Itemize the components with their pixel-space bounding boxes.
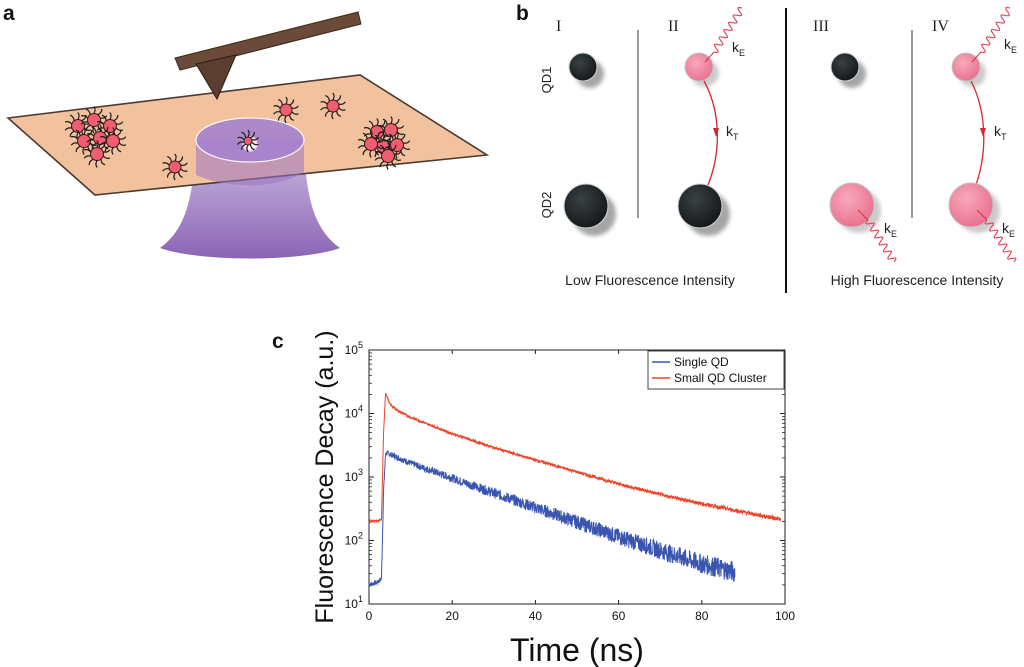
qd2-dark	[563, 183, 609, 229]
x-tick-label: 40	[529, 609, 543, 623]
x-tick-label: 60	[612, 609, 626, 623]
panel-a-letter: a	[3, 2, 15, 25]
panel-b: b I II III IV QD1 QD2 kE kT	[516, 2, 1017, 293]
quantum-dot	[99, 127, 127, 155]
quantum-dot	[237, 129, 259, 153]
rate-label-emission: kE	[732, 39, 745, 58]
row-label-qd2: QD2	[539, 192, 554, 219]
emission-wave	[713, 7, 743, 53]
row-label-qd1: QD1	[539, 67, 554, 94]
rate-label-transfer: kT	[994, 123, 1007, 142]
state-1	[563, 52, 616, 236]
emission-wave	[980, 6, 1011, 54]
qd2-excited	[829, 182, 875, 228]
rate-label-transfer: kT	[726, 123, 739, 142]
x-tick-label: 100	[775, 609, 795, 623]
quantum-dot	[374, 142, 402, 170]
x-tick-label: 0	[366, 609, 373, 623]
panel-a: a	[3, 2, 490, 259]
y-tick-label: 103	[345, 467, 363, 484]
quantum-dot	[383, 131, 411, 159]
column-label-2: II	[668, 18, 679, 35]
quantum-dot	[320, 92, 346, 120]
column-label-4: IV	[932, 18, 949, 35]
qd1-excited	[951, 52, 981, 82]
x-tick-label: 80	[695, 609, 709, 623]
caption-low-intensity: Low Fluorescence Intensity	[565, 272, 735, 288]
decay-chart: 0 20 40 60 80 100 101 102 103 104 105 Fluorescence …	[311, 330, 795, 667]
x-axis-title: Time (ns)	[510, 632, 644, 667]
legend-entry: Small QD Cluster	[674, 371, 767, 385]
qd1-dark	[830, 52, 860, 82]
y-tick-label: 104	[345, 404, 363, 421]
state-2: kE kT	[677, 7, 745, 236]
legend-entry: Single QD	[674, 355, 729, 369]
column-label-1: I	[556, 18, 561, 35]
emission-wave	[865, 219, 897, 263]
panel-c: c 0 20 40 60 80 100 101 102 103 104 105 Fluorescenc…	[272, 330, 795, 667]
panel-b-letter: b	[516, 2, 529, 25]
afm-tip	[195, 54, 237, 101]
y-tick-label: 102	[345, 531, 363, 548]
rate-label-emission: kE	[1002, 220, 1015, 239]
qd2-dark	[677, 183, 723, 229]
caption-high-intensity: High Fluorescence Intensity	[831, 272, 1004, 288]
rate-label-emission: kE	[1004, 36, 1017, 55]
qd1-excited	[684, 52, 714, 82]
series-line-qd-cluster	[368, 392, 782, 525]
y-axis-title: Fluorescence Decay (a.u.)	[311, 330, 339, 623]
afm-cantilever	[174, 11, 362, 71]
quantum-dot	[273, 96, 299, 124]
legend-box	[647, 350, 785, 390]
quantum-dot	[64, 112, 92, 140]
quantum-dot	[162, 153, 188, 181]
y-tick-label: 105	[345, 340, 363, 357]
qd2-excited	[948, 182, 994, 228]
series-line-single-qd	[368, 449, 736, 587]
quantum-dot	[83, 140, 111, 168]
y-tick-label: 101	[345, 594, 363, 611]
qd1-dark	[568, 52, 598, 82]
legend: Single QD Small QD Cluster	[647, 350, 785, 390]
quantum-dot	[357, 130, 385, 158]
column-label-3: III	[813, 18, 829, 35]
state-3: kE	[829, 52, 897, 263]
emission-wave	[984, 219, 1017, 263]
state-4: kE kT kE	[948, 6, 1017, 263]
x-tick-label: 20	[446, 609, 460, 623]
quantum-dots-film	[64, 92, 411, 181]
rate-label-emission: kE	[884, 220, 897, 239]
panel-c-letter: c	[272, 330, 284, 353]
